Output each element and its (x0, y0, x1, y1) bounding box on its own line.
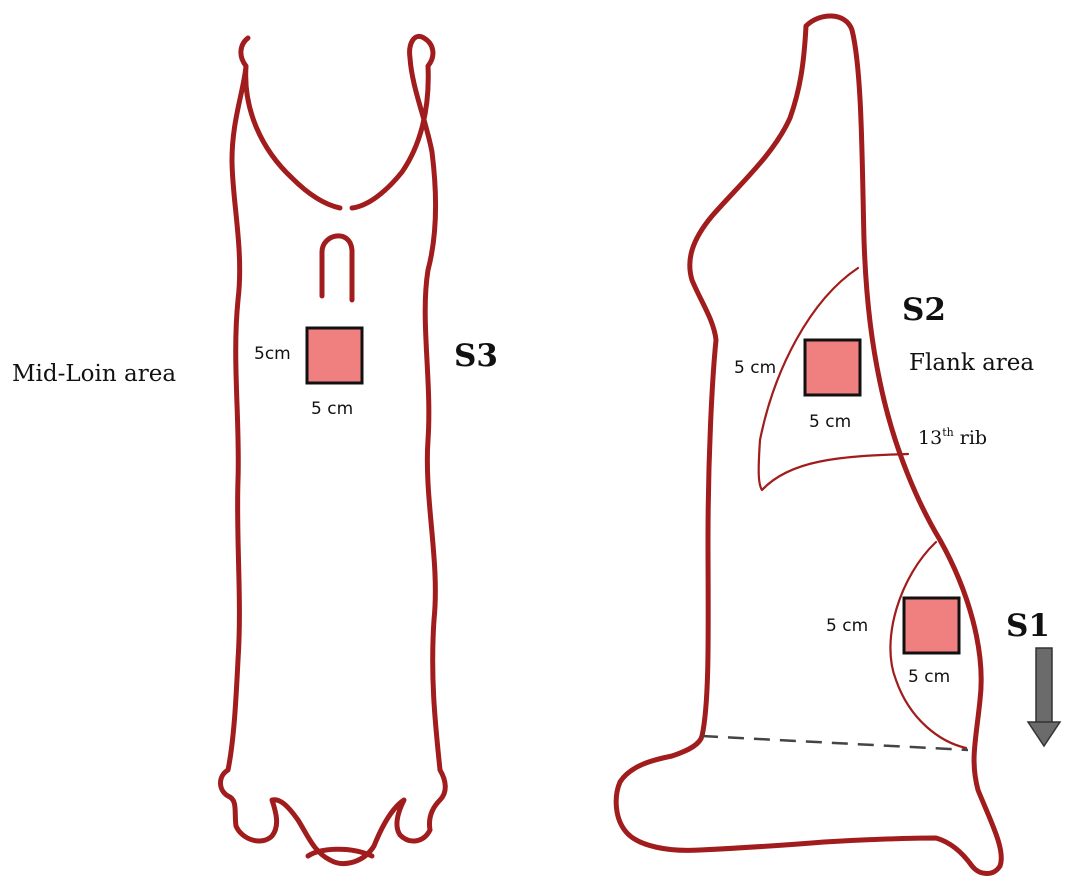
left-carcass-upper-notch (322, 236, 352, 300)
right-carcass-outline (616, 16, 1001, 874)
mid-loin-area-label: Mid-Loin area (12, 361, 176, 387)
mid-loin-sample-square (307, 328, 362, 383)
rib-word: rib (954, 427, 987, 449)
right-carcass (616, 16, 1060, 874)
lower-square-bottom-label: 5 cm (908, 667, 950, 687)
flank-sample-square (805, 340, 860, 395)
mid-loin-square-side-label: 5cm (254, 344, 291, 364)
downward-arrow-icon (1028, 648, 1060, 746)
left-carcass-outline (221, 36, 446, 863)
flank-area-label: Flank area (909, 350, 1034, 376)
flank-square-side-label: 5 cm (734, 358, 776, 378)
rib-suffix: th (942, 426, 954, 439)
mid-loin-square-bottom-label: 5 cm (311, 399, 353, 419)
rib-number: 13 (918, 427, 942, 449)
lower-cut-line (702, 736, 968, 750)
flank-square-bottom-label: 5 cm (809, 412, 851, 432)
left-carcass-lower-cap (308, 849, 372, 856)
lower-square-side-label: 5 cm (826, 616, 868, 636)
s2-label: S2 (902, 292, 946, 328)
lower-sample-square (904, 598, 959, 653)
left-carcass (221, 36, 446, 863)
s1-label: S1 (1006, 608, 1050, 644)
thirteenth-rib-label: 13th rib (918, 426, 987, 449)
s3-label: S3 (454, 338, 498, 374)
